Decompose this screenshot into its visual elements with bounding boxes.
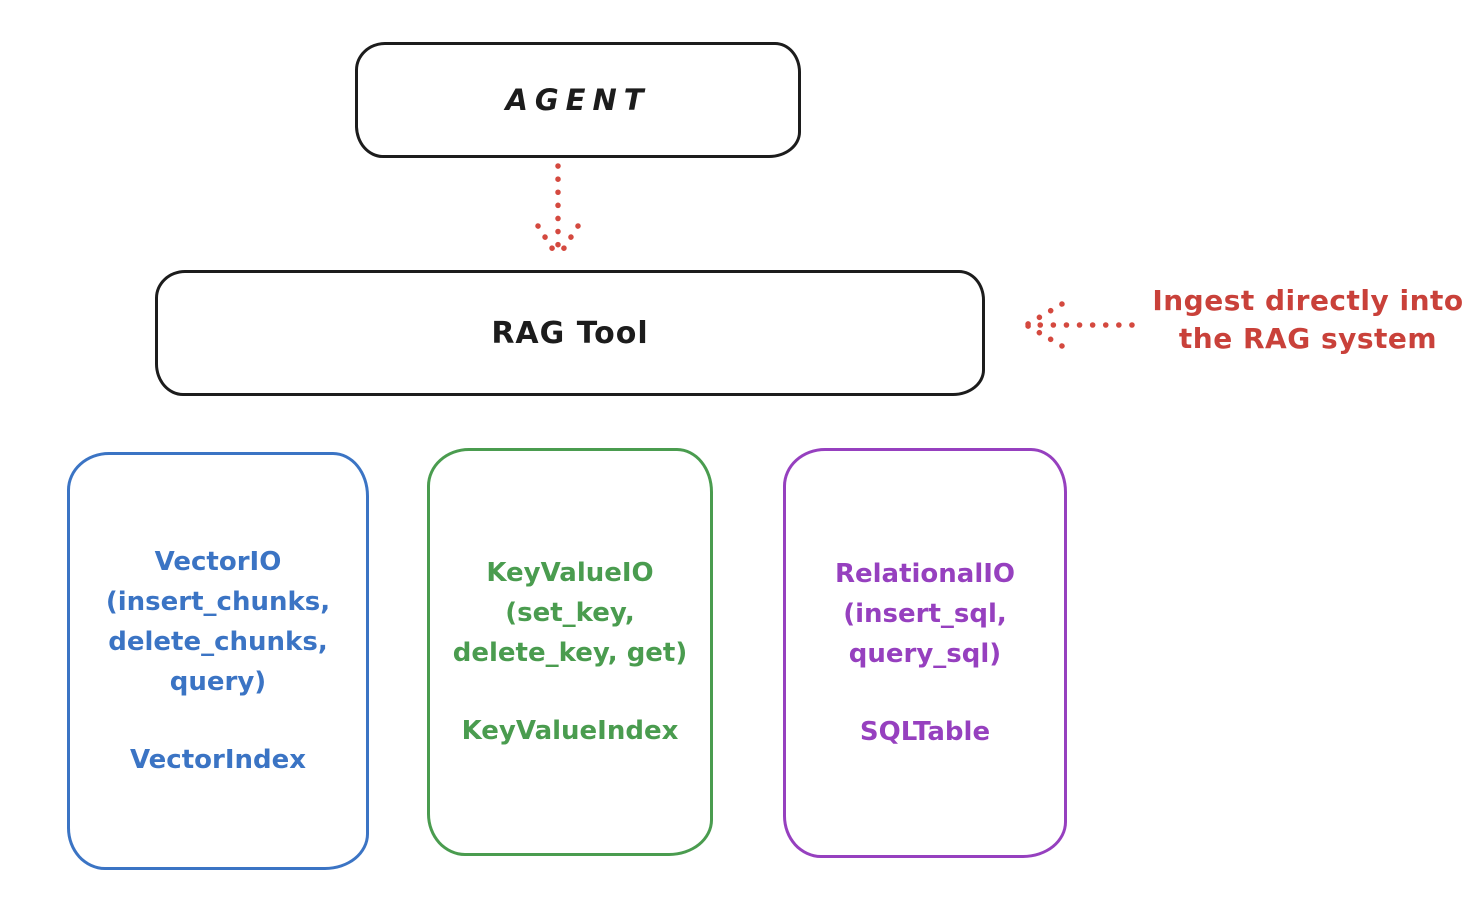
vector-io-lines: VectorIO (insert_chunks, delete_chunks, … xyxy=(106,542,330,702)
vector-io-title: VectorIO xyxy=(154,547,282,577)
ingest-annotation-line1: Ingest directly into xyxy=(1152,284,1464,317)
keyvalue-io-method-line: delete_key, get) xyxy=(452,638,688,668)
vector-io-method-line: query) xyxy=(169,667,267,697)
agent-node-label: AGENT xyxy=(505,83,651,117)
relational-io-node: RelationalIO (insert_sql, query_sql) SQL… xyxy=(783,448,1067,858)
keyvalue-io-title: KeyValueIO xyxy=(486,558,654,588)
agent-node: AGENT xyxy=(355,42,801,158)
vector-io-method-line: (insert_chunks, xyxy=(105,587,331,617)
relational-io-title: RelationalIO xyxy=(834,559,1016,589)
ingest-annotation-line2: the RAG system xyxy=(1178,322,1438,355)
rag-tool-node: RAG Tool xyxy=(155,270,985,396)
vector-index-label: VectorIndex xyxy=(129,745,307,775)
vector-io-node: VectorIO (insert_chunks, delete_chunks, … xyxy=(67,452,369,870)
relational-io-lines: RelationalIO (insert_sql, query_sql) xyxy=(835,554,1015,674)
rag-tool-node-label: RAG Tool xyxy=(491,315,649,351)
agent-to-ragtool-arrow xyxy=(535,163,581,259)
keyvalue-io-node: KeyValueIO (set_key, delete_key, get) Ke… xyxy=(427,448,713,856)
keyvalue-index-label: KeyValueIndex xyxy=(461,716,679,746)
ingest-annotation-arrow xyxy=(1025,301,1135,349)
ingest-annotation: Ingest directly into the RAG system xyxy=(1132,282,1484,358)
vector-io-method-line: delete_chunks, xyxy=(108,627,328,657)
relational-io-method-line: (insert_sql, xyxy=(843,599,1007,629)
sql-table-label: SQLTable xyxy=(859,717,991,747)
keyvalue-io-lines: KeyValueIO (set_key, delete_key, get) xyxy=(453,553,688,673)
relational-io-method-line: query_sql) xyxy=(848,639,1002,669)
keyvalue-io-method-line: (set_key, xyxy=(505,598,635,628)
